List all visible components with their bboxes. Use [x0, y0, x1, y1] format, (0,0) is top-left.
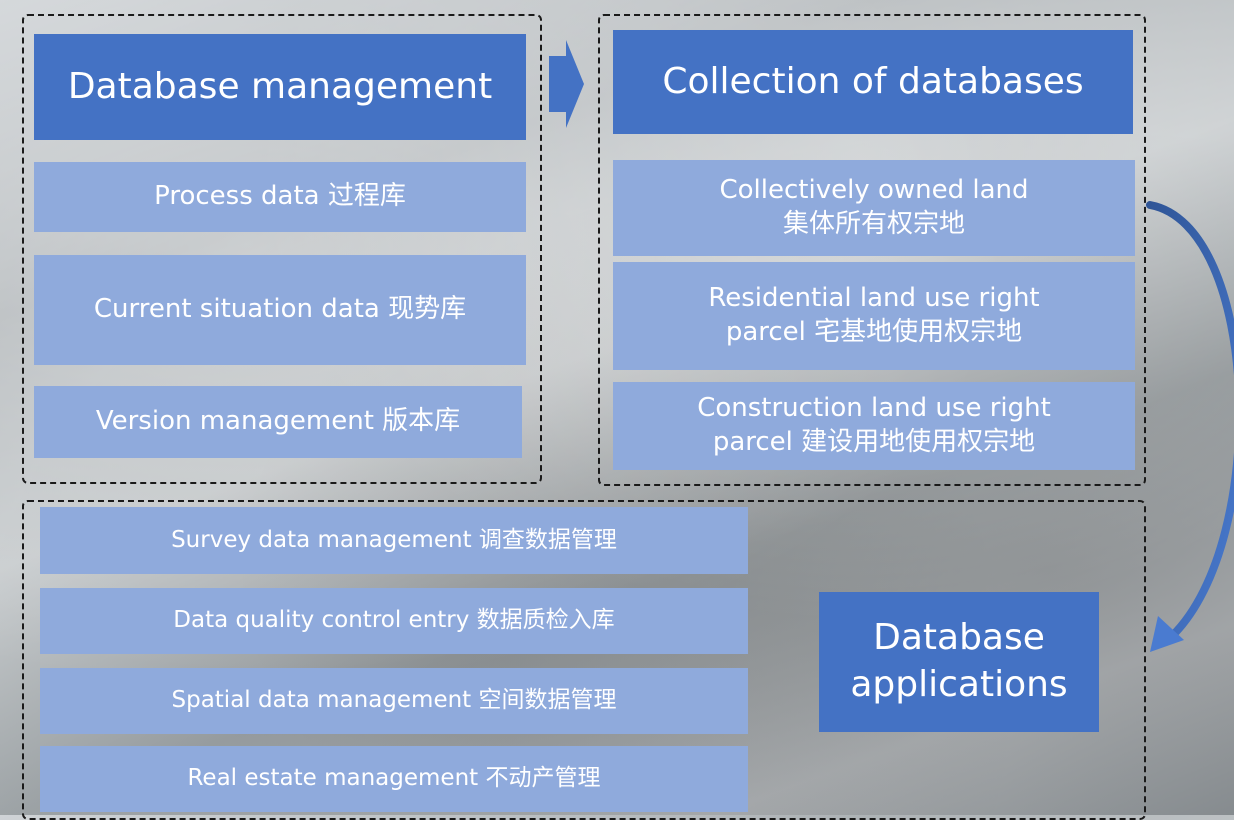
- spatial-data-management-box: Spatial data management 空间数据管理: [40, 668, 748, 734]
- database-applications-line1: Database: [873, 617, 1045, 659]
- database-management-title: Database management: [34, 34, 526, 140]
- real-estate-management-box: Real estate management 不动产管理: [40, 746, 748, 812]
- curved-arrow: [1146, 201, 1234, 640]
- collectively-owned-land-line2: 集体所有权宗地: [782, 209, 965, 239]
- construction-land-box: Construction land use right parcel 建设用地使…: [613, 382, 1135, 470]
- collectively-owned-land-line1: Collectively owned land: [719, 175, 1029, 206]
- construction-land-line1: Construction land use right: [697, 393, 1051, 424]
- residential-land-line2: parcel 宅基地使用权宗地: [725, 317, 1023, 347]
- residential-land-line1: Residential land use right: [708, 283, 1040, 314]
- construction-land-line2: parcel 建设用地使用权宗地: [712, 427, 1036, 457]
- survey-data-management-box: Survey data management 调查数据管理: [40, 507, 748, 574]
- database-applications-title: Database applications: [819, 592, 1099, 732]
- curved-arrow-head: [1150, 616, 1184, 652]
- collection-of-databases-group: [598, 14, 1146, 486]
- process-data-box: Process data 过程库: [34, 162, 526, 232]
- data-quality-control-entry-box: Data quality control entry 数据质检入库: [40, 588, 748, 654]
- right-block-arrow: [549, 40, 584, 128]
- residential-land-box: Residential land use right parcel 宅基地使用权…: [613, 262, 1135, 370]
- version-management-box: Version management 版本库: [34, 386, 522, 458]
- collection-of-databases-title: Collection of databases: [613, 30, 1133, 134]
- current-situation-data-box: Current situation data 现势库: [34, 255, 526, 365]
- database-management-group: [22, 14, 542, 484]
- database-applications-line2: applications: [850, 664, 1068, 705]
- collectively-owned-land-box: Collectively owned land 集体所有权宗地: [613, 160, 1135, 256]
